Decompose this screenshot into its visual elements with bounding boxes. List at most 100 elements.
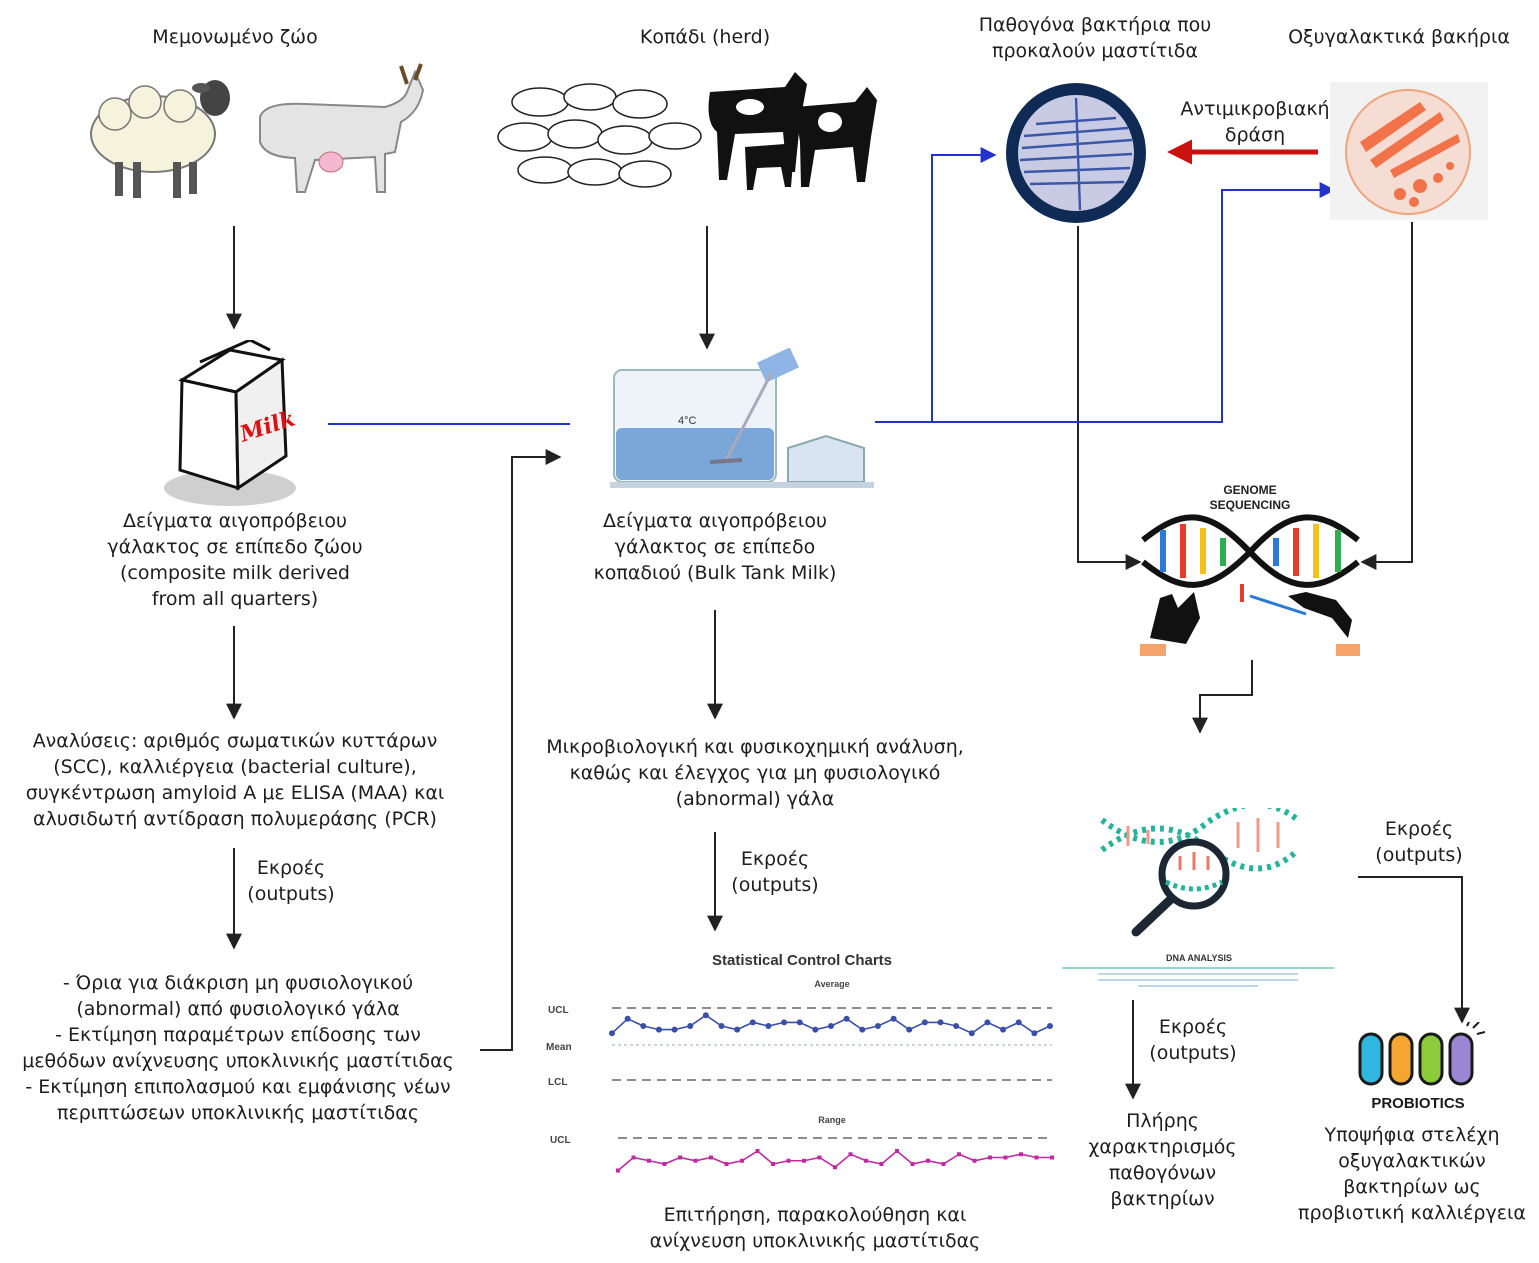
- range-series-point: [1050, 1155, 1054, 1160]
- pathogen-characterization-line: βακτηρίων: [1110, 1188, 1215, 1210]
- herd-results-line: ανίχνευση υποκλινικής μαστίτιδας: [649, 1230, 981, 1252]
- range-series-point: [631, 1155, 636, 1160]
- range-series-point: [616, 1168, 620, 1173]
- average-series-point: [921, 1019, 928, 1026]
- animal-results-line: περιπτώσεων υποκλινικής μαστίτιδας: [57, 1102, 419, 1124]
- animal-analyses-line: (SCC), καλλιέργεια (bacterial culture),: [53, 756, 417, 778]
- milk-carton-icon: Milk: [164, 340, 298, 506]
- average-series-point: [812, 1026, 819, 1033]
- range-series-point: [833, 1165, 837, 1170]
- average-series-point: [937, 1019, 944, 1026]
- arrow-outputs-to-probiotics: [1358, 876, 1470, 1024]
- arrow-tank-to-lab: [932, 182, 1336, 423]
- average-series-point: [655, 1026, 662, 1033]
- probiotic-candidates-line: προβιοτική καλλιέργεια: [1298, 1202, 1526, 1224]
- average-series-point: [1015, 1019, 1022, 1026]
- average-series-point: [749, 1019, 756, 1026]
- range-series-point: [786, 1158, 791, 1163]
- range-series-point: [1003, 1155, 1008, 1160]
- tank-temperature: 4°C: [678, 415, 697, 427]
- pathogen-characterization-line: χαρακτηρισμός: [1088, 1136, 1237, 1158]
- control-chart-title: Statistical Control Charts: [712, 952, 892, 969]
- herd-results-text: Επιτήρηση, παρακολούθηση και ανίχνευση υ…: [610, 1202, 1020, 1254]
- outputs-line: Εκροές: [1158, 1016, 1228, 1038]
- genome-text-line: SEQUENCING: [1210, 498, 1291, 512]
- outputs-line: (outputs): [247, 883, 335, 905]
- average-series-point: [828, 1023, 834, 1029]
- animal-results-text: - Όρια για διάκριση μη φυσιολογικού (abn…: [0, 970, 476, 1126]
- range-series-point: [662, 1162, 667, 1166]
- animal-analyses-line: αλυσιδωτή αντίδραση πολυμεράσης (PCR): [33, 808, 437, 830]
- average-series-point: [1000, 1026, 1007, 1033]
- animal-sample-text: Δείγματα αιγοπρόβειου γάλακτος σε επίπεδ…: [70, 508, 400, 612]
- outputs-line: (outputs): [731, 874, 819, 896]
- range-series-point: [755, 1149, 760, 1153]
- range-series-point: [1019, 1152, 1023, 1157]
- probiotic-outputs-label: Εκροές (outputs): [1360, 816, 1478, 868]
- lab-petri-dish-icon: [1330, 82, 1488, 220]
- animal-results-line: - Εκτίμηση παραμέτρων επίδοσης των: [55, 1024, 421, 1046]
- average-series-point: [640, 1023, 647, 1029]
- range-series-point: [647, 1158, 651, 1163]
- outputs-line: Εκροές: [740, 848, 810, 870]
- pathogen-characterization-line: Πλήρης: [1126, 1110, 1199, 1132]
- range-series-point: [879, 1162, 884, 1166]
- herd-icon: [497, 72, 877, 190]
- average-chart-label: Average: [814, 979, 849, 989]
- average-series-point: [874, 1023, 881, 1029]
- animal-outputs-label: Εκροές (outputs): [232, 855, 350, 907]
- antimicrobial-line: Αντιμικροβιακή: [1180, 98, 1330, 120]
- animal-analyses-text: Αναλύσεις: αριθμός σωματικών κυττάρων (S…: [0, 728, 470, 832]
- pathogen-characterization-line: παθογόνων: [1108, 1162, 1217, 1184]
- pathogens-header-line: προκαλούν μαστίτιδα: [992, 40, 1198, 62]
- dna-analysis-icon: DNA ANALYSIS: [1062, 808, 1334, 987]
- bulk-tank-icon: 4°C: [610, 348, 874, 488]
- antimicrobial-line: δράση: [1224, 124, 1286, 146]
- herd-sample-line: γάλακτος σε επίπεδο: [614, 536, 816, 558]
- arrow-lab-to-sequencing: [1360, 222, 1413, 570]
- outputs-line: Εκροές: [1384, 818, 1454, 840]
- animal-sample-line: Δείγματα αιγοπρόβειου: [123, 510, 347, 532]
- range-series-point: [709, 1155, 713, 1160]
- arrow-tank-to-pathogens: [875, 147, 997, 423]
- pathogens-header: Παθογόνα βακτήρια που προκαλούν μαστίτιδ…: [955, 12, 1235, 64]
- average-series-point: [890, 1015, 897, 1022]
- animal-results-line: (abnormal) από φυσιολογικό γάλα: [76, 998, 400, 1020]
- range-series-point: [740, 1158, 744, 1163]
- individual-animal-illustration: [90, 63, 425, 198]
- herd-analyses-line: (abnormal) γάλα: [675, 788, 835, 810]
- average-series-point: [702, 1012, 709, 1019]
- average-series-point: [718, 1023, 725, 1029]
- range-series-point: [895, 1149, 899, 1153]
- outputs-line: Εκροές: [256, 857, 326, 879]
- range-series-point: [910, 1162, 915, 1166]
- dna-analysis-label: DNA ANALYSIS: [1166, 953, 1232, 963]
- range-series: [616, 1149, 1054, 1173]
- average-series-point: [1031, 1030, 1038, 1037]
- range-series-point: [848, 1152, 853, 1157]
- average-series-point: [765, 1023, 772, 1029]
- lactic-bacteria-header: Οξυγαλακτικά βακήρια: [1288, 26, 1510, 48]
- herd-analyses-line: καθώς και έλεγχος για μη φυσιολογικό: [569, 762, 941, 784]
- average-series-point: [1047, 1023, 1053, 1029]
- range-series-point: [724, 1162, 729, 1166]
- average-series-point: [687, 1023, 694, 1029]
- pathogen-outputs-label: Εκροές (outputs): [1134, 1014, 1252, 1066]
- range-series-point: [678, 1155, 682, 1160]
- range-series-point: [693, 1158, 698, 1163]
- animal-sample-line: (composite milk derived: [120, 562, 350, 584]
- herd-sample-line: Δείγματα αιγοπρόβειου: [603, 510, 827, 532]
- herd-header: Κοπάδι (herd): [639, 26, 771, 48]
- animal-sample-line: from all quarters): [151, 588, 319, 610]
- animal-analyses-line: συγκέντρωση amyloid A με ELISA (MAA) και: [25, 782, 445, 804]
- range-series-point: [957, 1152, 961, 1157]
- average-series-point: [843, 1015, 850, 1022]
- pathogen-petri-dish-icon: [1006, 83, 1146, 223]
- control-chart-icon: Statistical Control Charts Average UCL M…: [546, 952, 1054, 1173]
- pathogens-header-line: Παθογόνα βακτήρια που: [978, 14, 1212, 36]
- average-series-point: [796, 1019, 803, 1026]
- arrow-sequencing-to-dna: [1192, 660, 1253, 734]
- average-series-point: [624, 1015, 631, 1022]
